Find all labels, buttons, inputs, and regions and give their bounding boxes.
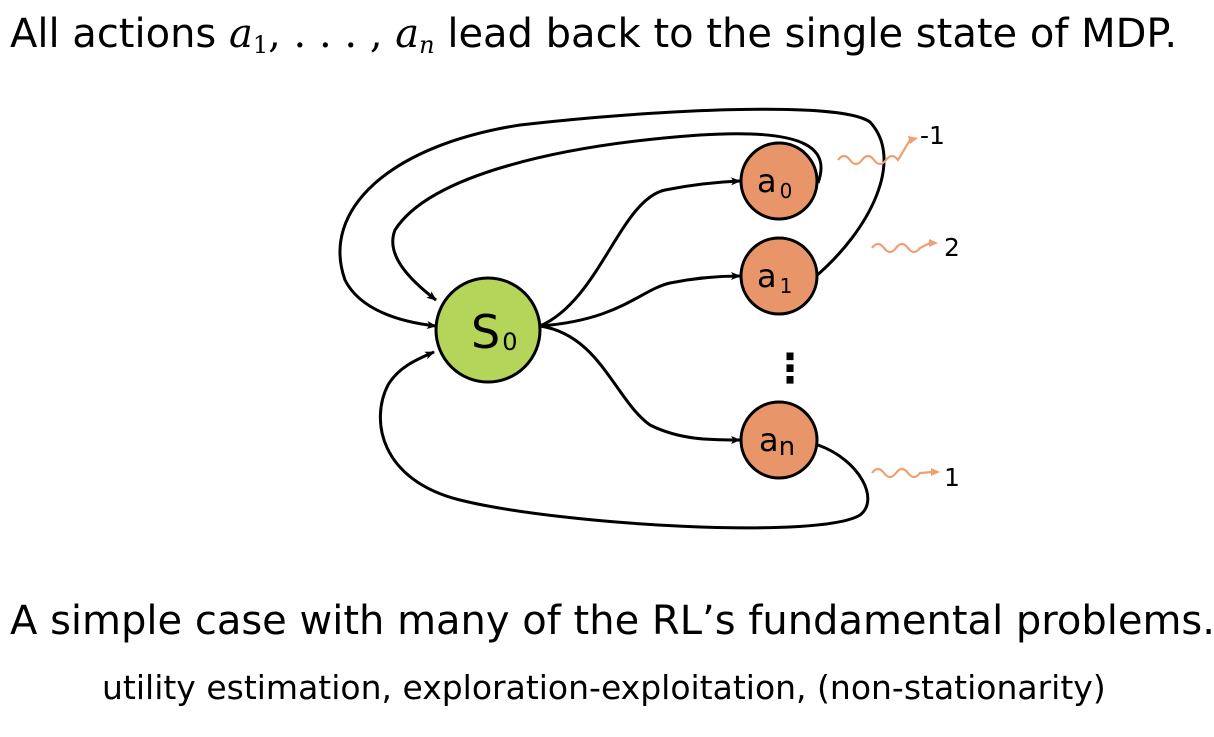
edge-a1-s0 [338,107,886,329]
reward-wave-a1 [871,242,931,254]
action-a0-main: a [757,162,777,200]
action-node-a1 [739,236,819,316]
edge-s0-a0 [539,177,741,328]
problems-line: utility estimation, exploration-exploita… [102,668,1106,707]
actions-ellipsis: ⋮ [770,346,810,392]
reward-label-a0: -1 [920,121,945,150]
summary-line: A simple case with many of the RL’s fund… [10,598,1214,644]
heading-last-action-sub: n [419,31,435,59]
state-label-main: S [471,305,500,359]
action-a1-main: a [757,257,777,295]
action-a1-sub: 1 [780,274,793,298]
heading-first-action-sub: 1 [252,31,269,59]
state-label-sub: 0 [502,328,517,356]
state-node-label: S0 [471,305,517,359]
heading-prefix: All actions [10,11,229,57]
reward-wave-an [871,467,933,479]
reward-label-a1: 2 [944,233,960,262]
action-node-an-label: an [759,421,795,462]
heading-first-action: a [228,11,253,57]
heading-last-action: a [395,11,420,57]
edge-s0-a1 [539,272,741,328]
reward-wave-a0 [837,139,911,166]
action-a0-sub: 0 [780,179,793,203]
edge-a0-s0 [391,132,823,302]
reward-arrow-a1 [929,239,938,247]
reward-arrow-an [931,468,940,476]
action-an-sub: n [779,432,795,462]
reward-label-an: 1 [944,463,960,492]
action-an-main: a [759,421,779,459]
edge-an-s0 [378,350,870,530]
heading-ellipsis: , . . . , [268,11,396,57]
action-node-a0 [739,141,819,221]
edge-s0-an [539,324,741,444]
reward-waves [837,139,933,479]
reward-arrow-a0 [908,136,918,144]
heading: All actions a1, . . . , an lead back to … [10,12,1177,58]
state-node-s0 [434,276,542,384]
action-node-an [739,400,819,480]
heading-suffix: lead back to the single state of MDP. [434,11,1178,57]
